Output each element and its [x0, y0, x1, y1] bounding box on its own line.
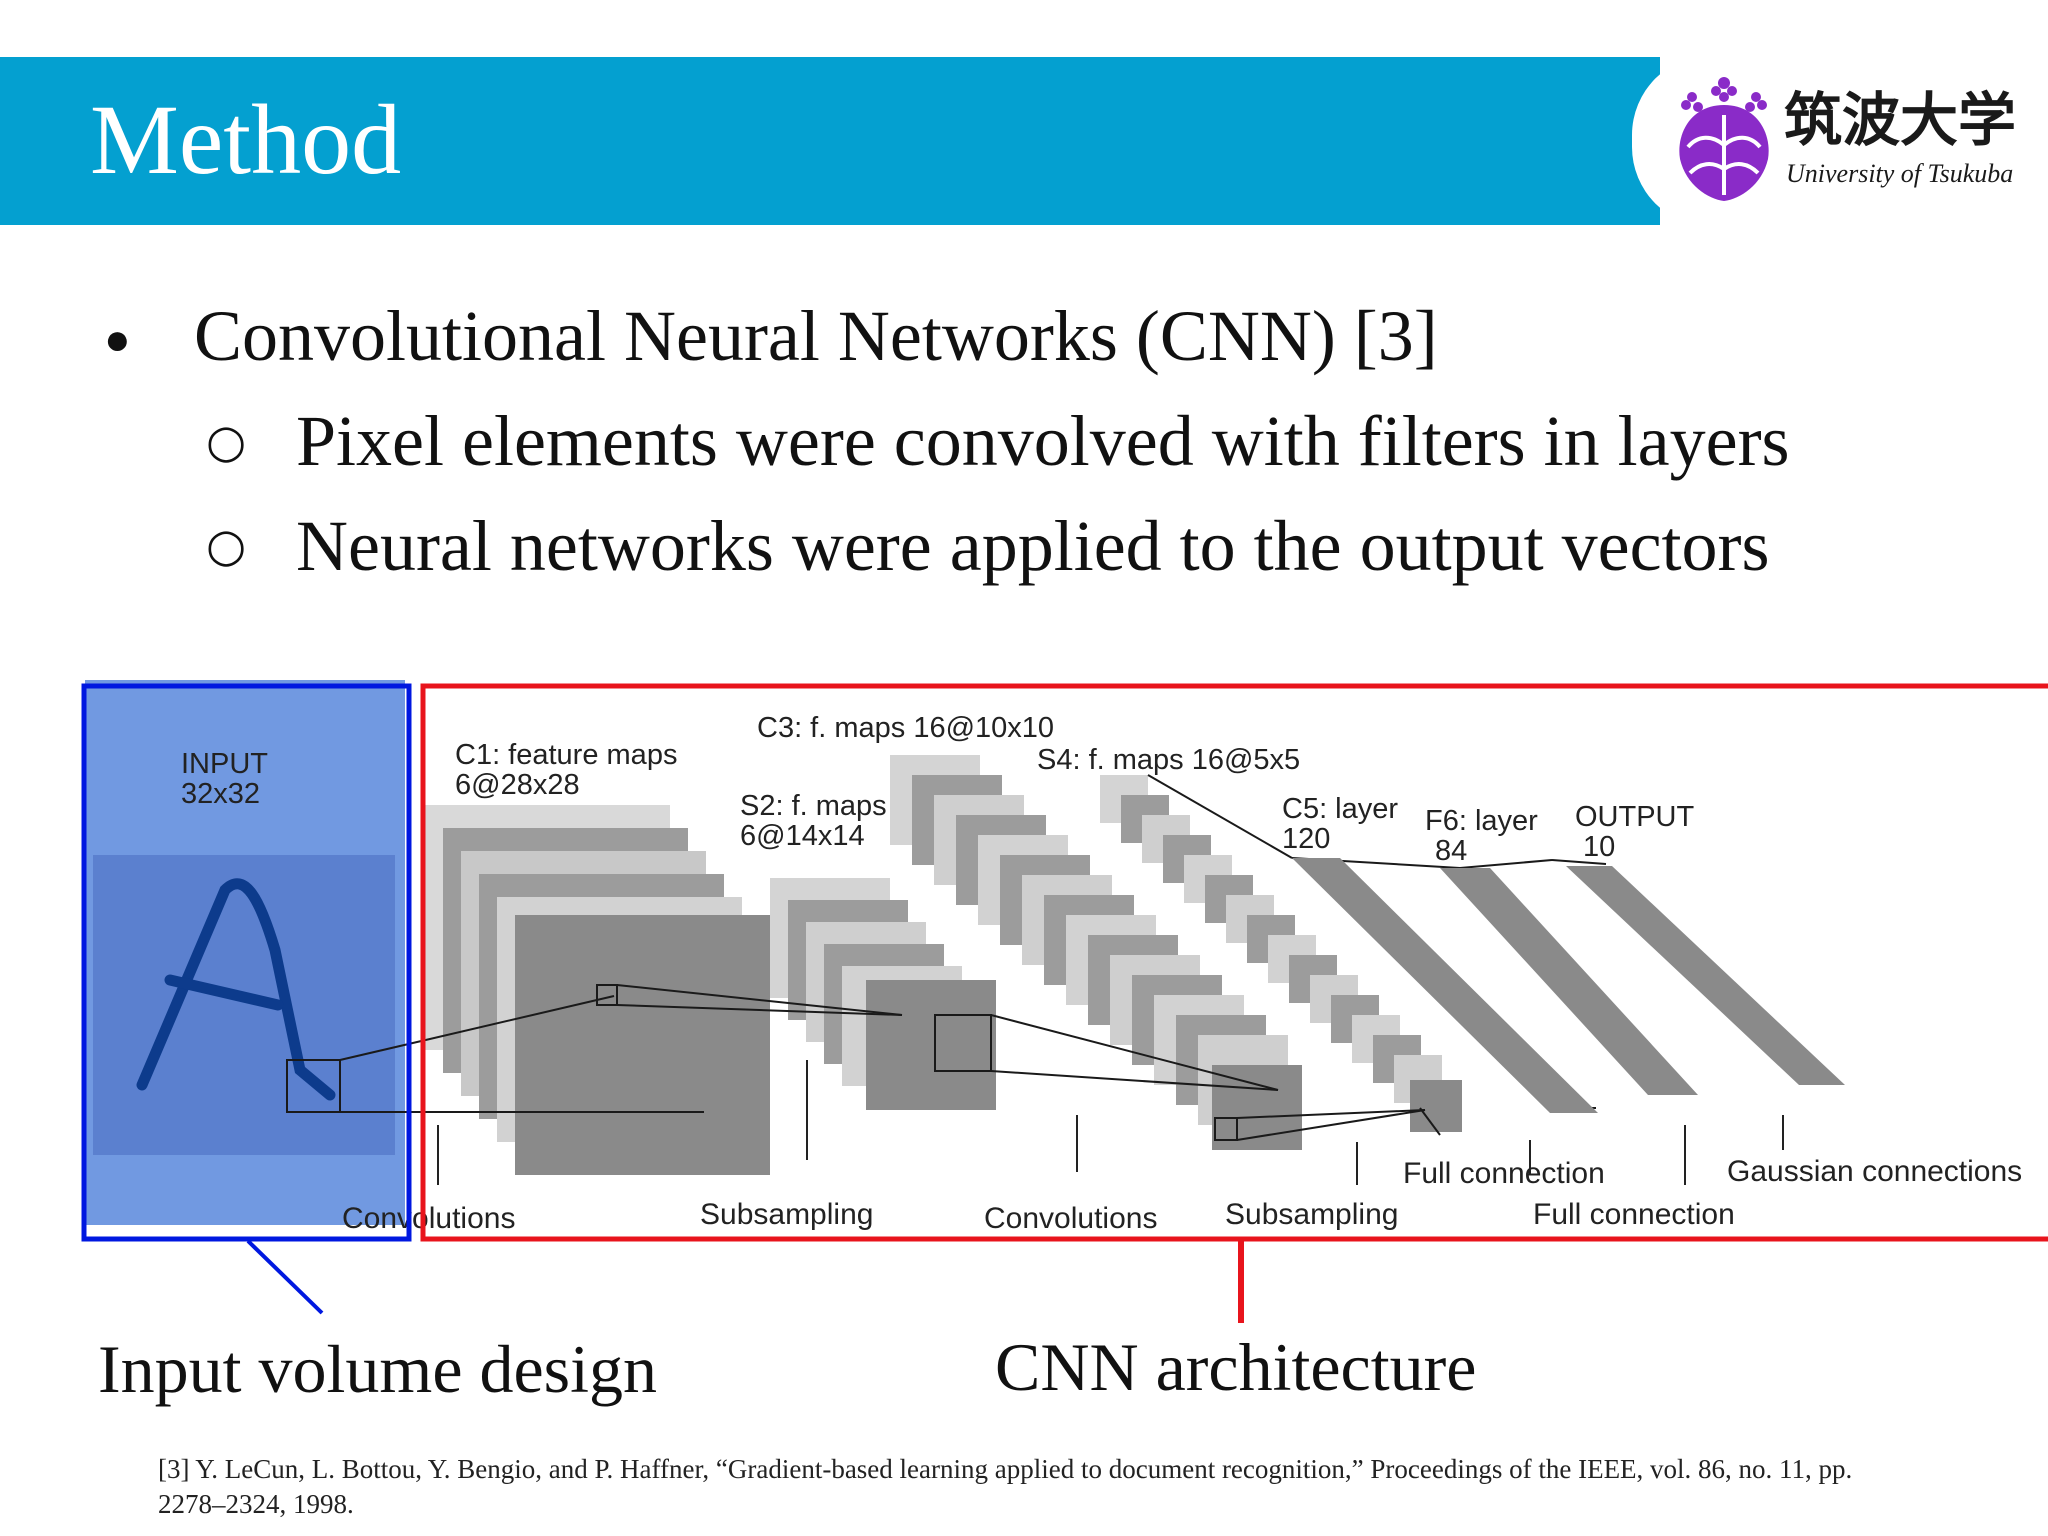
c1-feature-maps [425, 805, 770, 1175]
op-full-connection-2: Full connection [1533, 1198, 1735, 1231]
letter-a-crossbar [164, 974, 284, 1011]
cnn-architecture-box [420, 683, 2048, 1242]
s2-feature-maps [770, 878, 996, 1110]
logo-name-cjk: 筑波大学 [1784, 86, 2017, 154]
input-size-label: 32x32 [181, 778, 260, 810]
bullet-dot-icon: ● [104, 315, 131, 364]
output-size-label: 10 [1583, 831, 1615, 863]
caption-input-volume: Input volume design [98, 1331, 658, 1407]
f6-layer [1440, 868, 1698, 1095]
op-subsampling-2: Subsampling [1225, 1198, 1398, 1231]
header-bar [0, 57, 1660, 225]
c1-label: C1: feature maps [455, 739, 677, 771]
s4-label: S4: f. maps 16@5x5 [1037, 744, 1300, 776]
op-convolutions-2: Convolutions [984, 1202, 1157, 1235]
reference-citation: [3] Y. LeCun, L. Bottou, Y. Bengio, and … [158, 1454, 1853, 1519]
output-layer [1566, 866, 1845, 1085]
op-full-connection-1: Full connection [1403, 1157, 1605, 1190]
connection-lines [339, 774, 1670, 1141]
caption-cnn-architecture: CNN architecture [995, 1329, 1477, 1405]
slide-title: Method [90, 84, 402, 195]
input-volume-box [81, 683, 412, 1242]
bullet-sub-2: Neural networks were applied to the outp… [296, 506, 1770, 586]
s2-label: S2: f. maps [740, 790, 887, 822]
op-subsampling-1: Subsampling [700, 1198, 873, 1231]
s4-feature-maps [1100, 775, 1462, 1132]
op-convolutions-1: Convolutions [342, 1202, 515, 1235]
input-pointer-line [246, 1239, 324, 1315]
university-logo: 筑波大学 University of Tsukuba [1632, 55, 2048, 227]
bullet-circle-icon: ○ [206, 518, 247, 572]
f6-label: F6: layer [1425, 805, 1538, 837]
bullet-circle-icon: ○ [206, 414, 247, 468]
bullet-sub-1: Pixel elements were convolved with filte… [296, 401, 1790, 481]
operation-ticks [437, 1060, 1784, 1185]
c5-label: C5: layer [1282, 793, 1398, 825]
c3-label: C3: f. maps 16@10x10 [757, 712, 1054, 744]
c5-layer [1292, 858, 1598, 1113]
c5-size-label: 120 [1282, 823, 1330, 855]
input-image [93, 855, 395, 1155]
c1-size-label: 6@28x28 [455, 769, 580, 801]
f6-size-label: 84 [1435, 835, 1467, 867]
input-receptive-field [286, 1059, 341, 1113]
op-gaussian-connections: Gaussian connections [1727, 1155, 2022, 1188]
letter-a-stroke [136, 878, 336, 1101]
logo-name-en: University of Tsukuba [1786, 159, 2014, 188]
input-label: INPUT [181, 748, 268, 780]
bullet-main: Convolutional Neural Networks (CNN) [3] [194, 296, 1438, 376]
output-label: OUTPUT [1575, 801, 1695, 833]
s2-size-label: 6@14x14 [740, 820, 865, 852]
paulownia-crest-icon [1679, 77, 1769, 201]
